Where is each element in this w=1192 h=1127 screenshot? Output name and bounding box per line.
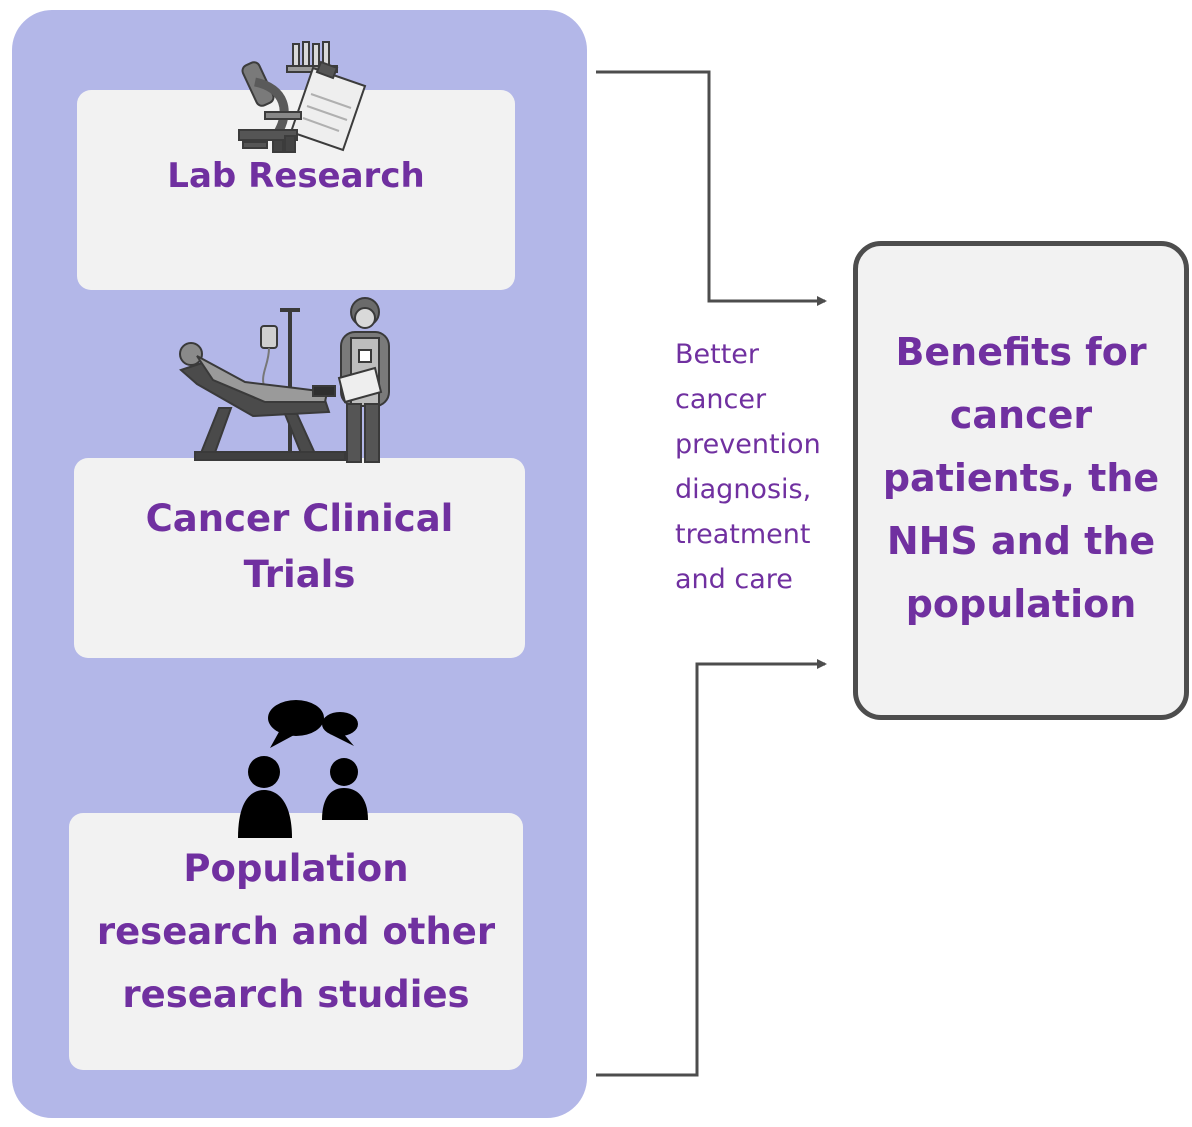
clinical-trials-label: Cancer Clinical Trials (146, 491, 454, 603)
outcome-text-line: treatment (675, 519, 811, 550)
benefits-label-line: population (905, 582, 1137, 626)
population-research-label: Population research and other research s… (97, 837, 495, 1026)
population-research-label-line: Population (183, 847, 409, 890)
clinical-trials-label-line: Trials (243, 553, 356, 596)
outcome-text: Better cancer prevention diagnosis, trea… (675, 332, 850, 602)
benefits-label-line: cancer (949, 393, 1093, 437)
benefits-label-line: patients, the (882, 456, 1160, 500)
population-research-box: Population research and other research s… (69, 813, 523, 1070)
population-research-label-line: research studies (122, 973, 470, 1016)
population-research-label-line: research and other (96, 910, 496, 953)
outcome-text-line: diagnosis, (675, 474, 812, 505)
benefits-box: Benefits for cancer patients, the NHS an… (853, 241, 1189, 720)
clinical-trials-box: Cancer Clinical Trials (74, 458, 525, 658)
benefits-label-line: NHS and the (886, 519, 1156, 563)
bottom-connector-arrow (596, 659, 827, 1077)
lab-research-icon (238, 41, 367, 153)
top-connector-arrow (596, 70, 827, 306)
outcome-text-line: prevention (675, 429, 821, 460)
lab-research-label: Lab Research (167, 156, 425, 196)
outcome-text-line: cancer (675, 384, 767, 415)
benefits-label: Benefits for cancer patients, the NHS an… (868, 321, 1174, 636)
clinical-trial-icon (179, 297, 390, 463)
clinical-trials-label-line: Cancer Clinical (145, 497, 454, 540)
outcome-text-line: Better (675, 339, 760, 370)
outcome-text-line: and care (675, 564, 793, 595)
people-talking-icon (238, 700, 368, 838)
benefits-label-line: Benefits for (895, 330, 1147, 374)
